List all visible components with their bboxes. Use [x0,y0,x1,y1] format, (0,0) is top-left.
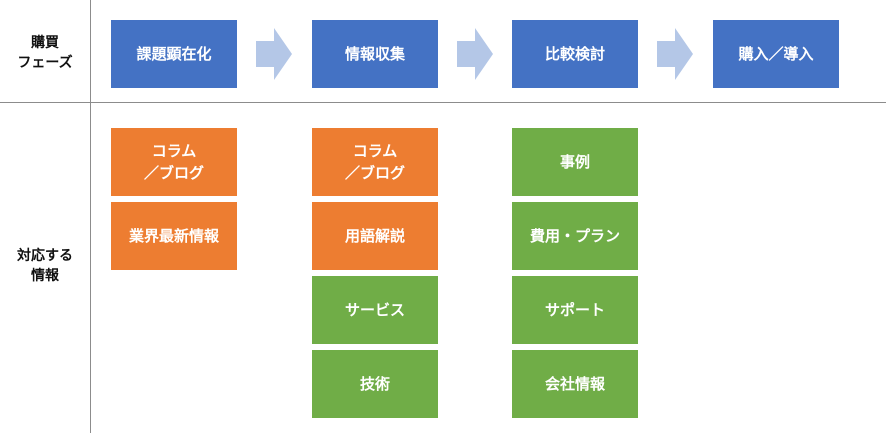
row-divider [0,102,886,103]
card-column-blog: コラム ／ブログ [111,128,237,196]
row-label-purchase-phase: 購買 フェーズ [0,33,90,73]
stage-problem-awareness: 課題顕在化 [111,20,237,88]
card-glossary: 用語解説 [312,202,438,270]
card-line: 用語解説 [344,227,405,245]
card-service: サービス [312,276,438,344]
card-line: 業界最新情報 [128,227,219,245]
row-label-line: 情報 [31,268,59,284]
stage-label: 課題顕在化 [136,45,212,63]
right-arrow-icon [457,28,493,80]
card-line: サポート [544,301,605,319]
row-label-line: 購買 [31,35,59,51]
right-arrow-icon [256,28,292,80]
stage-purchase: 購入／導入 [713,20,839,88]
card-line: 技術 [359,375,390,393]
stage-comparison: 比較検討 [512,20,638,88]
card-case-study: 事例 [512,128,638,196]
stage-info-gathering: 情報収集 [312,20,438,88]
column-divider [90,0,91,433]
stage-label: 比較検討 [544,45,605,63]
card-line: コラム [352,142,398,160]
card-line: ／ブログ [143,164,204,182]
stage-label: 情報収集 [344,45,405,63]
row-label-line: フェーズ [17,55,73,71]
card-line: サービス [344,301,405,319]
row-label-line: 対応する [17,248,73,264]
card-technology: 技術 [312,350,438,418]
card-line: 会社情報 [544,375,605,393]
stage-label: 購入／導入 [738,45,814,63]
card-industry-news: 業界最新情報 [111,202,237,270]
card-support: サポート [512,276,638,344]
card-pricing-plan: 費用・プラン [512,202,638,270]
card-column-blog: コラム ／ブログ [312,128,438,196]
card-company-info: 会社情報 [512,350,638,418]
card-line: ／ブログ [344,164,405,182]
right-arrow-icon [657,28,693,80]
card-line: 費用・プラン [529,227,620,245]
card-line: コラム [151,142,197,160]
card-line: 事例 [559,153,590,171]
row-label-corresponding-info: 対応する 情報 [0,246,90,286]
